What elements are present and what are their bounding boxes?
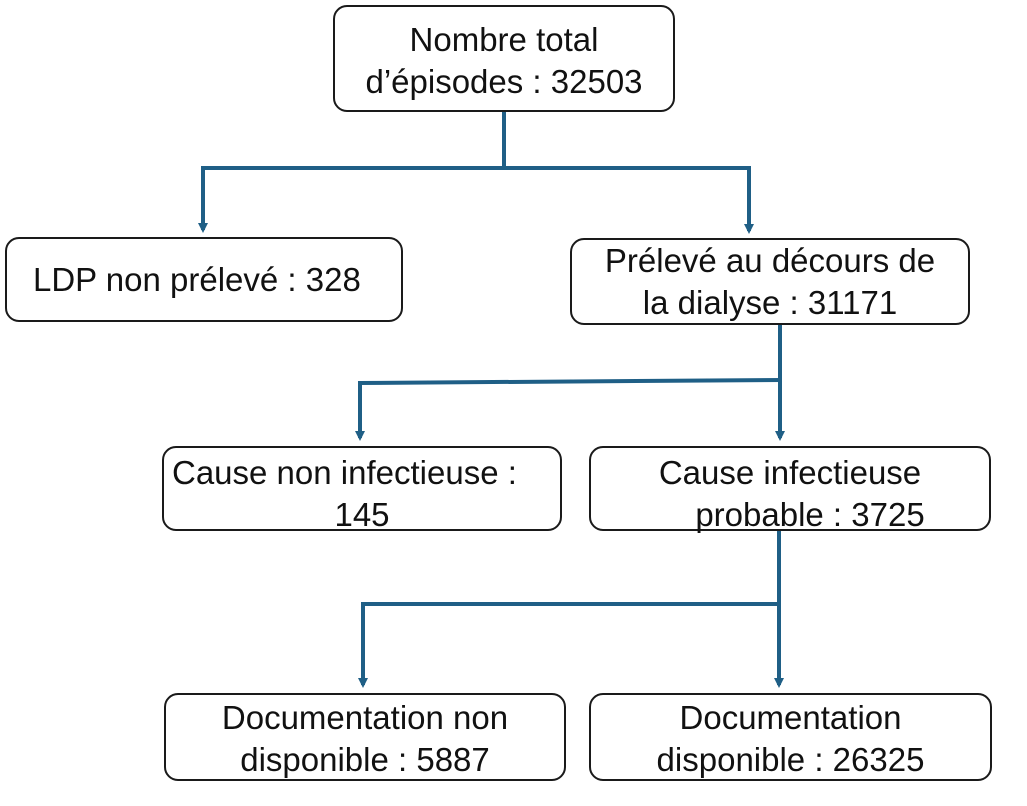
box-total-episodes: Nombre total d’épisodes : 32503 bbox=[333, 5, 675, 112]
box-docdisp-line1: Documentation bbox=[679, 699, 902, 736]
box-cause-infectieuse: Cause infectieuse probable : 3725 bbox=[589, 446, 991, 533]
box-documentation-non-disponible: Documentation non disponible : 5887 bbox=[164, 693, 566, 781]
box-inf-line1: Cause infectieuse bbox=[658, 454, 922, 491]
box-ldp-line1: LDP non prélevé : 328 bbox=[33, 261, 361, 298]
box-inf-line2: probable : 3725 bbox=[695, 496, 925, 533]
box-preleve-line1: Prélevé au décours de bbox=[604, 242, 936, 279]
box-documentation-disponible: Documentation disponible : 26325 bbox=[589, 693, 992, 781]
connector-split-2 bbox=[357, 377, 783, 386]
box-total-line2: d’épisodes : 32503 bbox=[365, 63, 643, 100]
box-noninf-line2: 145 bbox=[334, 496, 390, 533]
box-noninf-line1: Cause non infectieuse : bbox=[172, 454, 517, 491]
box-docdisp-line2: disponible : 26325 bbox=[656, 741, 925, 778]
box-docnon-line2: disponible : 5887 bbox=[240, 741, 490, 778]
box-preleve-line2: la dialyse : 31171 bbox=[642, 284, 898, 321]
box-cause-non-infectieuse: Cause non infectieuse : 145 bbox=[162, 446, 562, 533]
box-preleve-dialyse: Prélevé au décours de la dialyse : 31171 bbox=[570, 238, 970, 325]
box-ldp-non-preleve: LDP non prélevé : 328 bbox=[5, 237, 403, 322]
box-total-line1: Nombre total bbox=[409, 21, 599, 58]
box-docnon-line1: Documentation non bbox=[221, 699, 509, 736]
